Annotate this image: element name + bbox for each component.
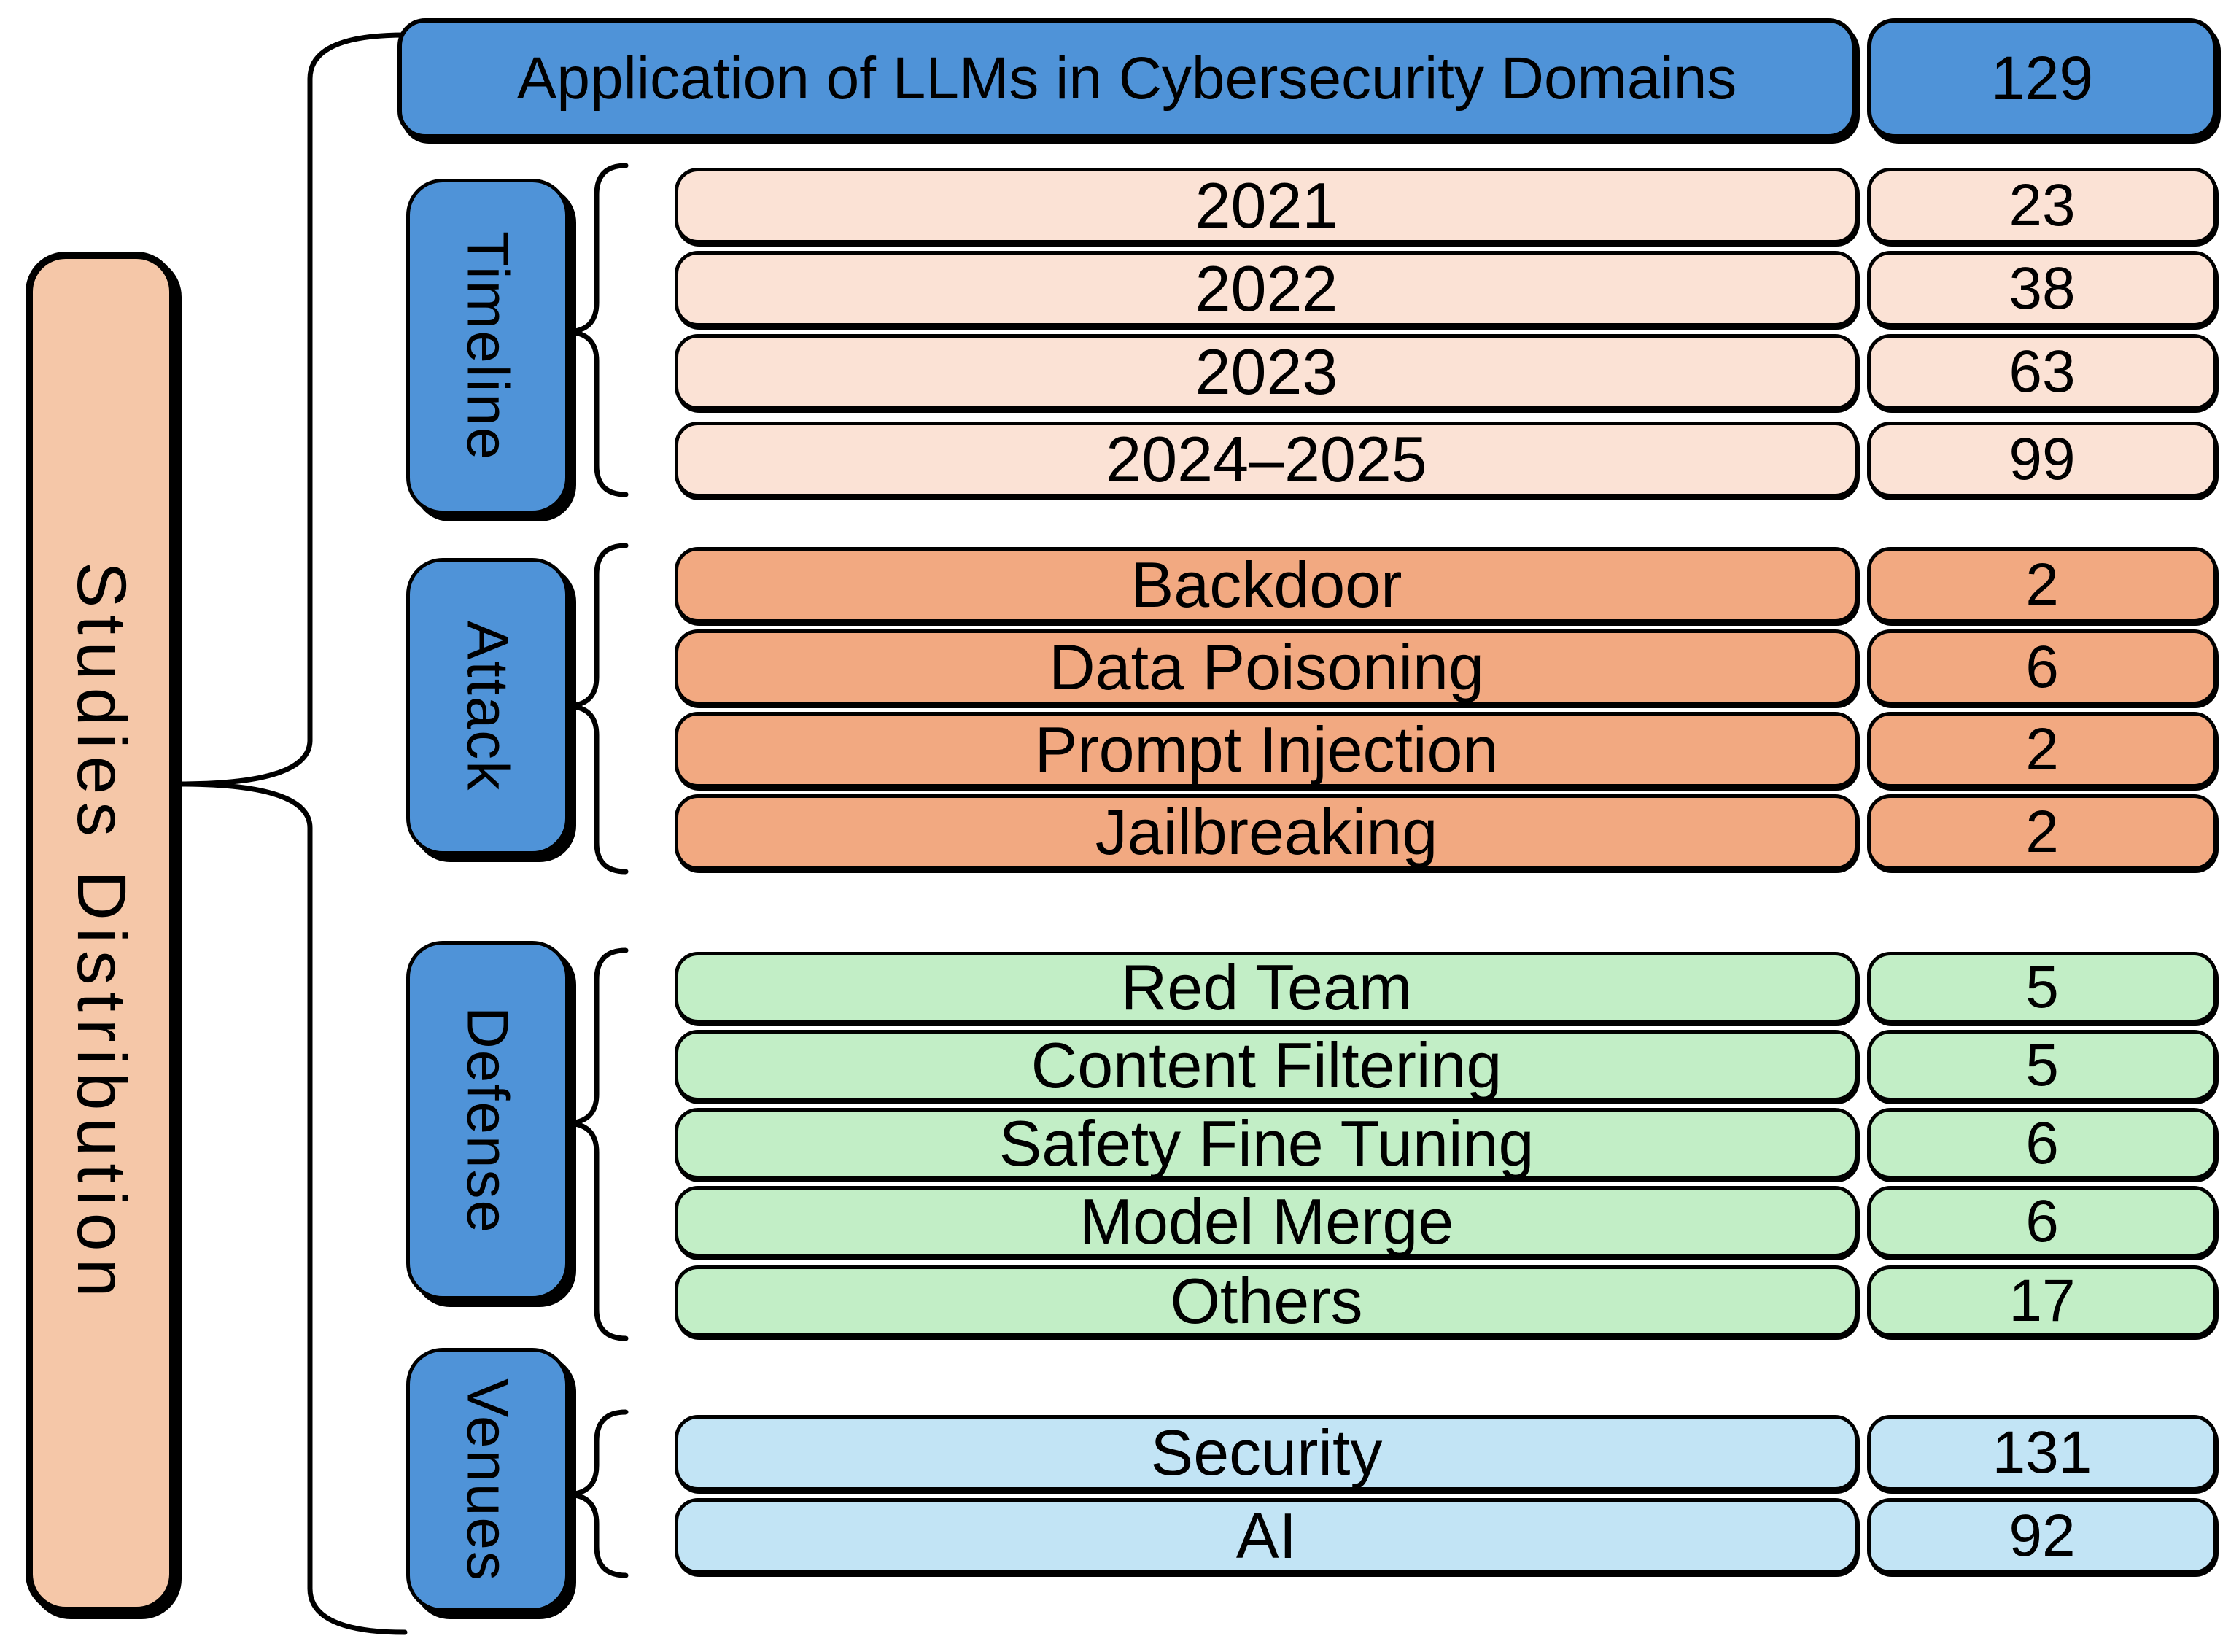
count-value-2022: 38 xyxy=(2009,255,2076,322)
row-label-jailbreaking: Jailbreaking xyxy=(1095,796,1438,868)
row-2023: 2023 xyxy=(675,334,1858,410)
row-label-2023: 2023 xyxy=(1195,336,1338,408)
top-bar: Application of LLMs in Cybersecurity Dom… xyxy=(397,18,1856,139)
row-label-backdoor: Backdoor xyxy=(1130,548,1402,621)
count-value-prompt-injection: 2 xyxy=(2025,716,2059,783)
top-bar-count-value: 129 xyxy=(1990,44,2094,112)
row-label-data-poisoning: Data Poisoning xyxy=(1049,631,1484,703)
section-label-text-attack: Attack xyxy=(455,621,521,792)
count-value-others: 17 xyxy=(2009,1268,2076,1334)
section-brace-defense xyxy=(563,947,629,1341)
section-label-venues: Venues xyxy=(406,1348,569,1612)
count-safety-fine-tuning: 6 xyxy=(1867,1108,2217,1179)
count-value-2021: 23 xyxy=(2009,172,2076,239)
row-backdoor: Backdoor xyxy=(675,547,1858,623)
row-others: Others xyxy=(675,1265,1858,1337)
row-label-safety-fine-tuning: Safety Fine Tuning xyxy=(998,1107,1534,1179)
count-value-model-merge: 6 xyxy=(2025,1188,2059,1254)
row-label-others: Others xyxy=(1170,1265,1363,1337)
count-value-jailbreaking: 2 xyxy=(2025,799,2059,865)
row-label-ai: AI xyxy=(1235,1500,1297,1572)
row-label-2021: 2021 xyxy=(1195,169,1338,241)
row-label-security: Security xyxy=(1150,1416,1383,1489)
row-data-poisoning: Data Poisoning xyxy=(675,629,1858,705)
count-value-data-poisoning: 6 xyxy=(2025,634,2059,700)
count-2021: 23 xyxy=(1867,168,2217,244)
count-red-team: 5 xyxy=(1867,952,2217,1023)
row-ai: AI xyxy=(675,1498,1858,1574)
row-label-prompt-injection: Prompt Injection xyxy=(1034,713,1499,786)
row-label-model-merge: Model Merge xyxy=(1079,1185,1454,1257)
root-brace xyxy=(176,32,408,1635)
section-label-text-timeline: Timeline xyxy=(455,231,521,462)
count-value-ai: 92 xyxy=(2009,1502,2076,1569)
top-bar-label: Application of LLMs in Cybersecurity Dom… xyxy=(516,44,1737,112)
row-label-2024-2025: 2024–2025 xyxy=(1106,423,1427,495)
row-label-red-team: Red Team xyxy=(1120,951,1413,1023)
row-2022: 2022 xyxy=(675,251,1858,327)
count-data-poisoning: 6 xyxy=(1867,629,2217,705)
root-label-box: Studies Distribution xyxy=(26,252,176,1614)
section-label-text-defense: Defense xyxy=(455,1007,521,1234)
count-value-red-team: 5 xyxy=(2025,954,2059,1020)
row-prompt-injection: Prompt Injection xyxy=(675,712,1858,788)
count-ai: 92 xyxy=(1867,1498,2217,1574)
top-bar-count: 129 xyxy=(1867,18,2217,139)
row-red-team: Red Team xyxy=(675,951,1858,1023)
count-value-security: 131 xyxy=(1992,1419,2092,1486)
row-model-merge: Model Merge xyxy=(675,1185,1858,1257)
root-label: Studies Distribution xyxy=(63,561,140,1305)
count-value-safety-fine-tuning: 6 xyxy=(2025,1110,2059,1176)
count-prompt-injection: 2 xyxy=(1867,712,2217,788)
row-2021: 2021 xyxy=(675,168,1858,244)
count-model-merge: 6 xyxy=(1867,1186,2217,1257)
count-content-filtering: 5 xyxy=(1867,1030,2217,1101)
section-label-attack: Attack xyxy=(406,558,569,855)
count-value-2024-2025: 99 xyxy=(2009,426,2076,492)
section-brace-venues xyxy=(563,1409,629,1578)
count-security: 131 xyxy=(1867,1415,2217,1491)
count-2022: 38 xyxy=(1867,251,2217,327)
count-jailbreaking: 2 xyxy=(1867,794,2217,870)
count-value-backdoor: 2 xyxy=(2025,551,2059,618)
count-value-2023: 63 xyxy=(2009,338,2076,405)
row-2024-2025: 2024–2025 xyxy=(675,422,1858,497)
count-2024-2025: 99 xyxy=(1867,422,2217,497)
row-jailbreaking: Jailbreaking xyxy=(675,794,1858,870)
row-content-filtering: Content Filtering xyxy=(675,1029,1858,1101)
row-label-2022: 2022 xyxy=(1195,252,1338,325)
section-label-timeline: Timeline xyxy=(406,179,569,514)
section-brace-attack xyxy=(563,543,629,875)
section-label-text-venues: Venues xyxy=(455,1378,521,1582)
count-2023: 63 xyxy=(1867,334,2217,410)
count-backdoor: 2 xyxy=(1867,547,2217,623)
section-brace-timeline xyxy=(563,163,629,497)
row-label-content-filtering: Content Filtering xyxy=(1031,1029,1502,1101)
row-safety-fine-tuning: Safety Fine Tuning xyxy=(675,1107,1858,1179)
row-security: Security xyxy=(675,1415,1858,1491)
section-label-defense: Defense xyxy=(406,941,569,1300)
count-others: 17 xyxy=(1867,1265,2217,1337)
count-value-content-filtering: 5 xyxy=(2025,1032,2059,1098)
